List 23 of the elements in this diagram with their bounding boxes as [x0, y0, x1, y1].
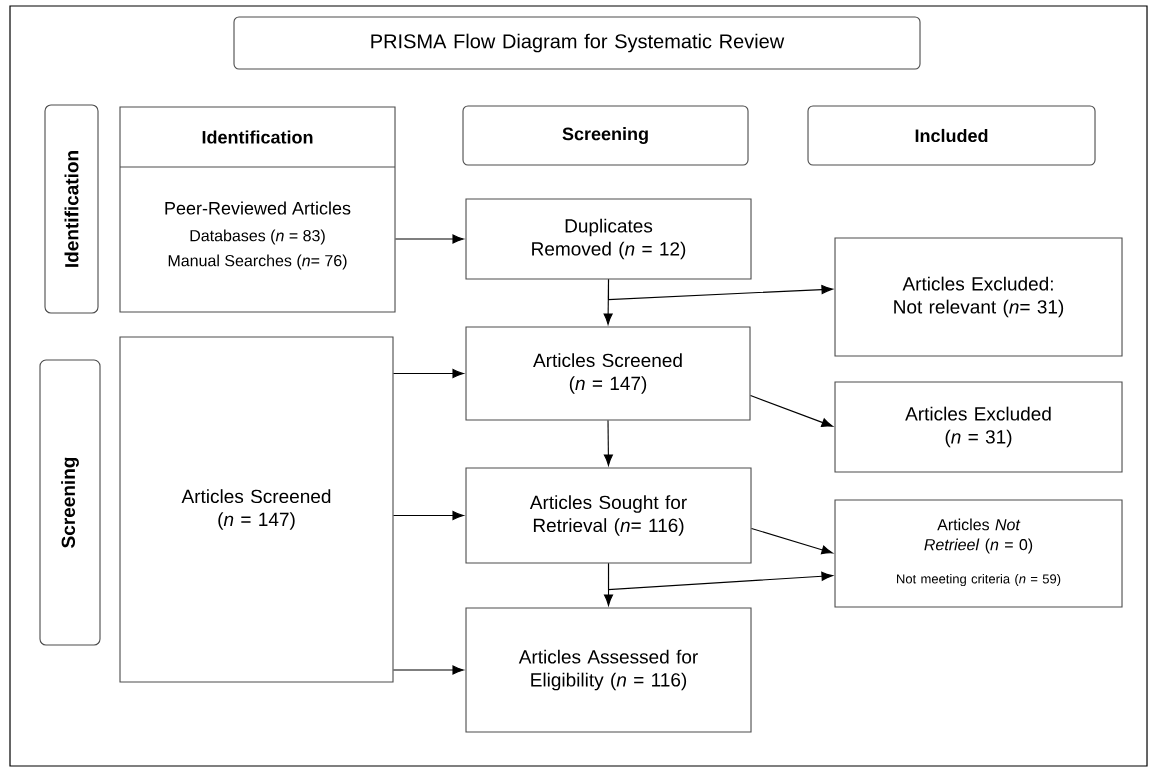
arrow [393, 510, 464, 521]
process-box: Articles Assessed for Eligibility (n = 116) [465, 607, 752, 733]
arrow [393, 665, 464, 675]
arrow [607, 563, 833, 591]
arrow [603, 420, 613, 466]
process-box: Articles Screened (n = 147) [465, 326, 751, 421]
process-box: Articles Screened (n = 147) [119, 336, 394, 683]
exclusion-box: Articles Excluded: Not relevant (n= 31) [834, 237, 1123, 357]
column-header: Included [807, 105, 1096, 166]
exclusion-box: Articles Not Retrieel (n = 0) Not meeting criteria (n = 59) [834, 499, 1123, 608]
arrow [395, 234, 464, 244]
arrow [393, 368, 464, 379]
exclusion-box: Articles Excluded (n = 31) [834, 381, 1123, 473]
arrow [607, 279, 833, 301]
stage-label: Screening [39, 359, 101, 646]
arrow [751, 527, 833, 555]
column-header: Screening [462, 105, 749, 166]
process-box: Duplicates Removed (n = 12) [465, 198, 752, 280]
arrow [750, 394, 833, 427]
process-box: Identification Peer-Reviewed Articles Databases (n = 83) Manual Searches (n= 76) [119, 106, 396, 313]
title-box: PRISMA Flow Diagram for Systematic Review [233, 16, 921, 70]
stage-label: Identification [44, 104, 99, 314]
process-box: Articles Sought for Retrieval (n= 116) [465, 467, 752, 564]
